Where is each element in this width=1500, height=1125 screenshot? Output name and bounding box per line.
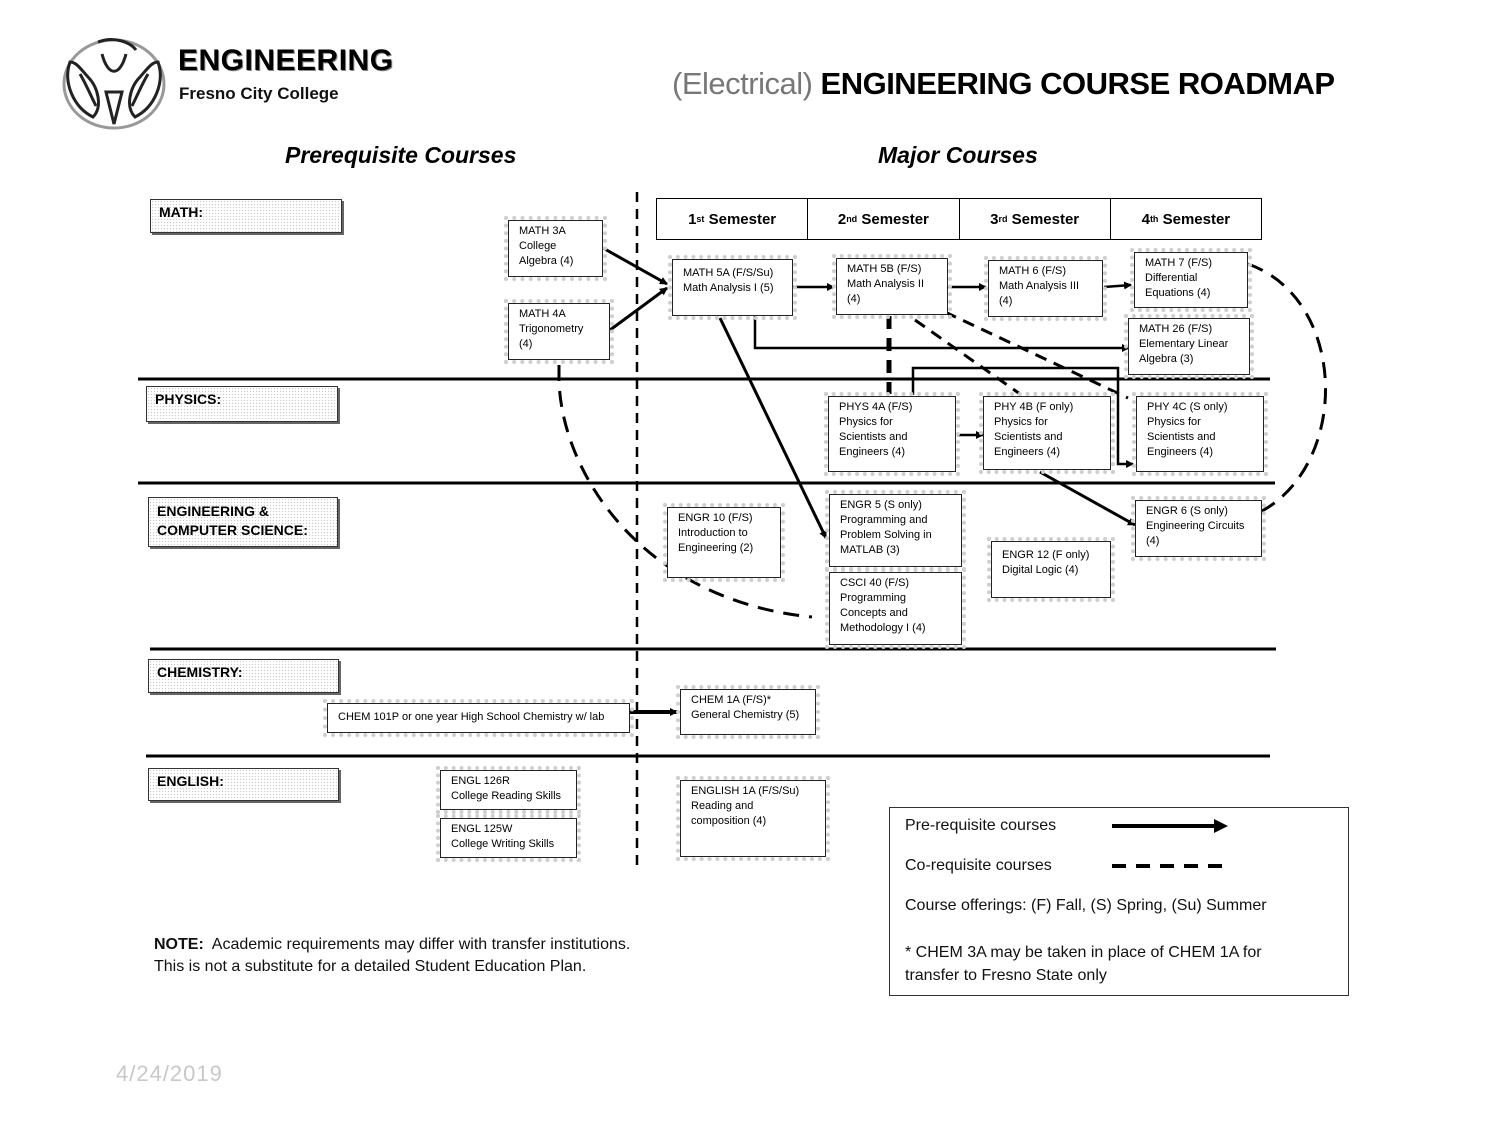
- coreq-math5b-phy4b: [914, 318, 1021, 396]
- arrow-math3a-math5a: [602, 246, 668, 286]
- page-title: (Electrical) ENGINEERING COURSE ROADMAP: [672, 66, 1335, 102]
- legend-coreq-dash: [1112, 864, 1228, 868]
- course-engr6: ENGR 6 (S only)Engineering Circuits(4): [1131, 496, 1266, 561]
- ram-logo-icon: [62, 38, 166, 130]
- arrow-math6-math7: [1103, 281, 1132, 290]
- title-prefix: (Electrical): [672, 66, 813, 101]
- category-engineering-cs: ENGINEERING &COMPUTER SCIENCE:: [148, 497, 338, 547]
- coreq-math6-phy4c: [944, 310, 1129, 400]
- arrow-phys4a-phy4c: [911, 366, 1134, 468]
- title-main: ENGINEERING COURSE ROADMAP: [812, 66, 1336, 101]
- arrow-math5a-math26: [753, 316, 1130, 352]
- logo-title: ENGINEERING: [178, 44, 394, 77]
- date-stamp: 4/24/2019: [116, 1061, 223, 1086]
- arrow-phy4b-engr6: [1039, 470, 1136, 527]
- prerequisite-heading: Prerequisite Courses: [285, 142, 517, 168]
- course-chem101p: CHEM 101P or one year High School Chemis…: [323, 699, 634, 737]
- category-physics: PHYSICS:: [146, 386, 338, 422]
- category-math: MATH:: [150, 199, 342, 233]
- course-math5b: MATH 5B (F/S)Math Analysis II(4): [832, 254, 952, 319]
- major-heading: Major Courses: [878, 142, 1038, 168]
- legend-coreq-label: Co-requisite courses: [905, 857, 1052, 874]
- category-english: ENGLISH:: [148, 768, 339, 801]
- logo-subtitle: Fresno City College: [179, 84, 339, 103]
- category-chemistry: CHEMISTRY:: [148, 659, 339, 693]
- coreq-math7-engr6: [1247, 262, 1327, 516]
- note-label: NOTE:: [154, 936, 204, 953]
- arrow-math5a-engr5: [718, 317, 828, 539]
- legend-box: Pre-requisite courses Co-requisite cours…: [889, 807, 1349, 996]
- course-engr12: ENGR 12 (F only)Digital Logic (4): [987, 537, 1115, 602]
- arrow-math4a-math5a: [609, 286, 668, 332]
- coreq-math4a-engr10: [557, 365, 813, 619]
- course-chem1a: CHEM 1A (F/S)*General Chemistry (5): [676, 685, 820, 739]
- legend-offerings: Course offerings: (F) Fall, (S) Spring, …: [905, 897, 1267, 914]
- course-math6: MATH 6 (F/S)Math Analysis III(4): [984, 256, 1107, 321]
- note-text: NOTE: Academic requirements may differ w…: [154, 936, 631, 975]
- legend-prereq-label: Pre-requisite courses: [905, 817, 1057, 834]
- legend-prereq-arrow: [1112, 819, 1228, 833]
- legend-chem-note: * CHEM 3A may be taken in place of CHEM …: [905, 944, 1262, 984]
- course-math5a: MATH 5A (F/S/Su)Math Analysis I (5): [668, 255, 797, 320]
